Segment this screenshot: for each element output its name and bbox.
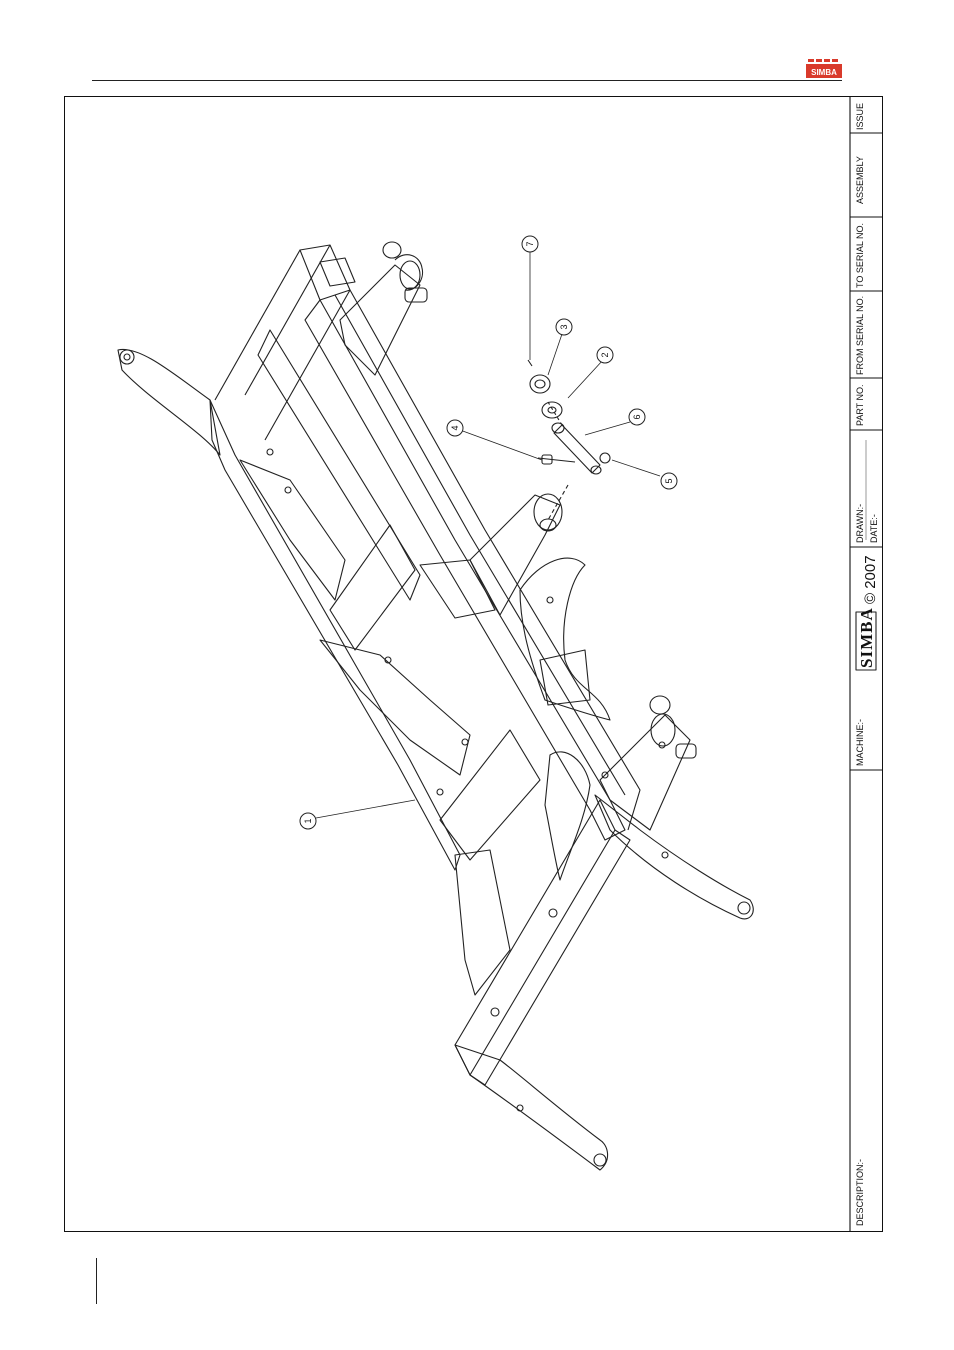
balloon-3-label: 3 [559, 324, 569, 329]
from-serial-label: FROM SERIAL NO. [855, 296, 865, 375]
copyright-text: © 2007 [862, 555, 879, 604]
balloon-3: 3 [556, 319, 572, 335]
balloon-4-label: 4 [450, 425, 460, 430]
assembly-label: ASSEMBLY [855, 156, 865, 204]
date-label: DATE:- [869, 514, 879, 543]
balloon-5-label: 5 [664, 478, 674, 483]
description-label: DESCRIPTION:- [855, 1159, 865, 1226]
balloon-5: 5 [661, 473, 677, 489]
balloon-4: 4 [447, 420, 463, 436]
to-serial-label: TO SERIAL NO. [855, 223, 865, 288]
part-no-label: PART NO. [855, 384, 865, 426]
balloon-6-label: 6 [632, 414, 642, 419]
balloon-2: 2 [597, 347, 613, 363]
balloon-1-label: 1 [303, 818, 313, 823]
balloon-6: 6 [629, 409, 645, 425]
machine-label: MACHINE:- [855, 719, 865, 766]
issue-label: ISSUE [855, 103, 865, 130]
simba-wordmark: SIMBA [857, 607, 877, 668]
footer-rule [96, 1258, 97, 1304]
balloon-2-label: 2 [600, 352, 610, 357]
balloon-1: 1 [300, 813, 316, 829]
balloon-7: 7 [522, 236, 538, 252]
drawn-label: DRAWN:- [855, 504, 865, 543]
balloon-7-label: 7 [525, 241, 535, 246]
